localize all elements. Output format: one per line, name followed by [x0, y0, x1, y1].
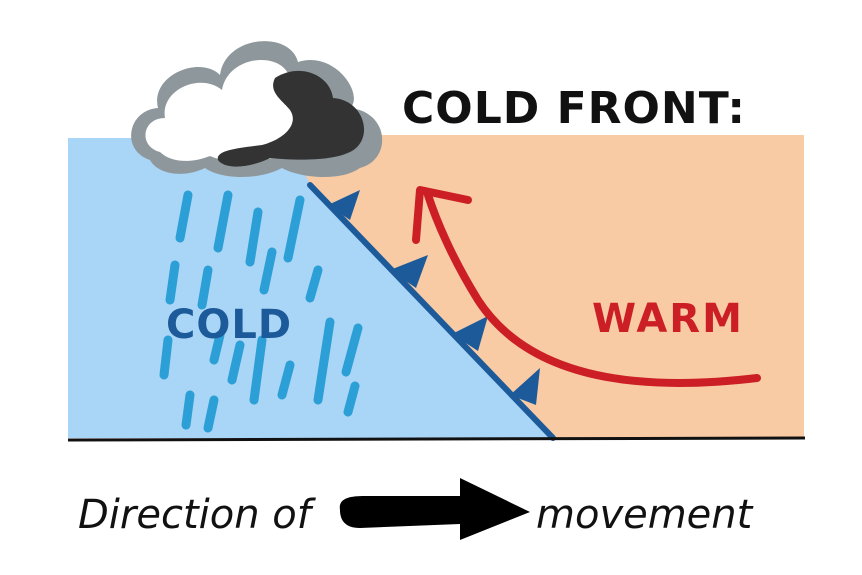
- cold-air-label: COLD: [166, 302, 292, 348]
- cloud-icon: [131, 41, 383, 178]
- caption-movement: movement: [536, 492, 754, 538]
- direction-arrow-icon: [339, 478, 530, 540]
- diagram-title: COLD FRONT:: [402, 83, 746, 134]
- ground-line: [67, 436, 806, 442]
- cold-front-line: [307, 182, 556, 441]
- rain-icon: [159, 190, 363, 433]
- warm-air-label: WARM: [592, 296, 744, 342]
- warm-air-arrow-icon: [412, 186, 761, 388]
- caption-direction-of: Direction of: [78, 492, 317, 538]
